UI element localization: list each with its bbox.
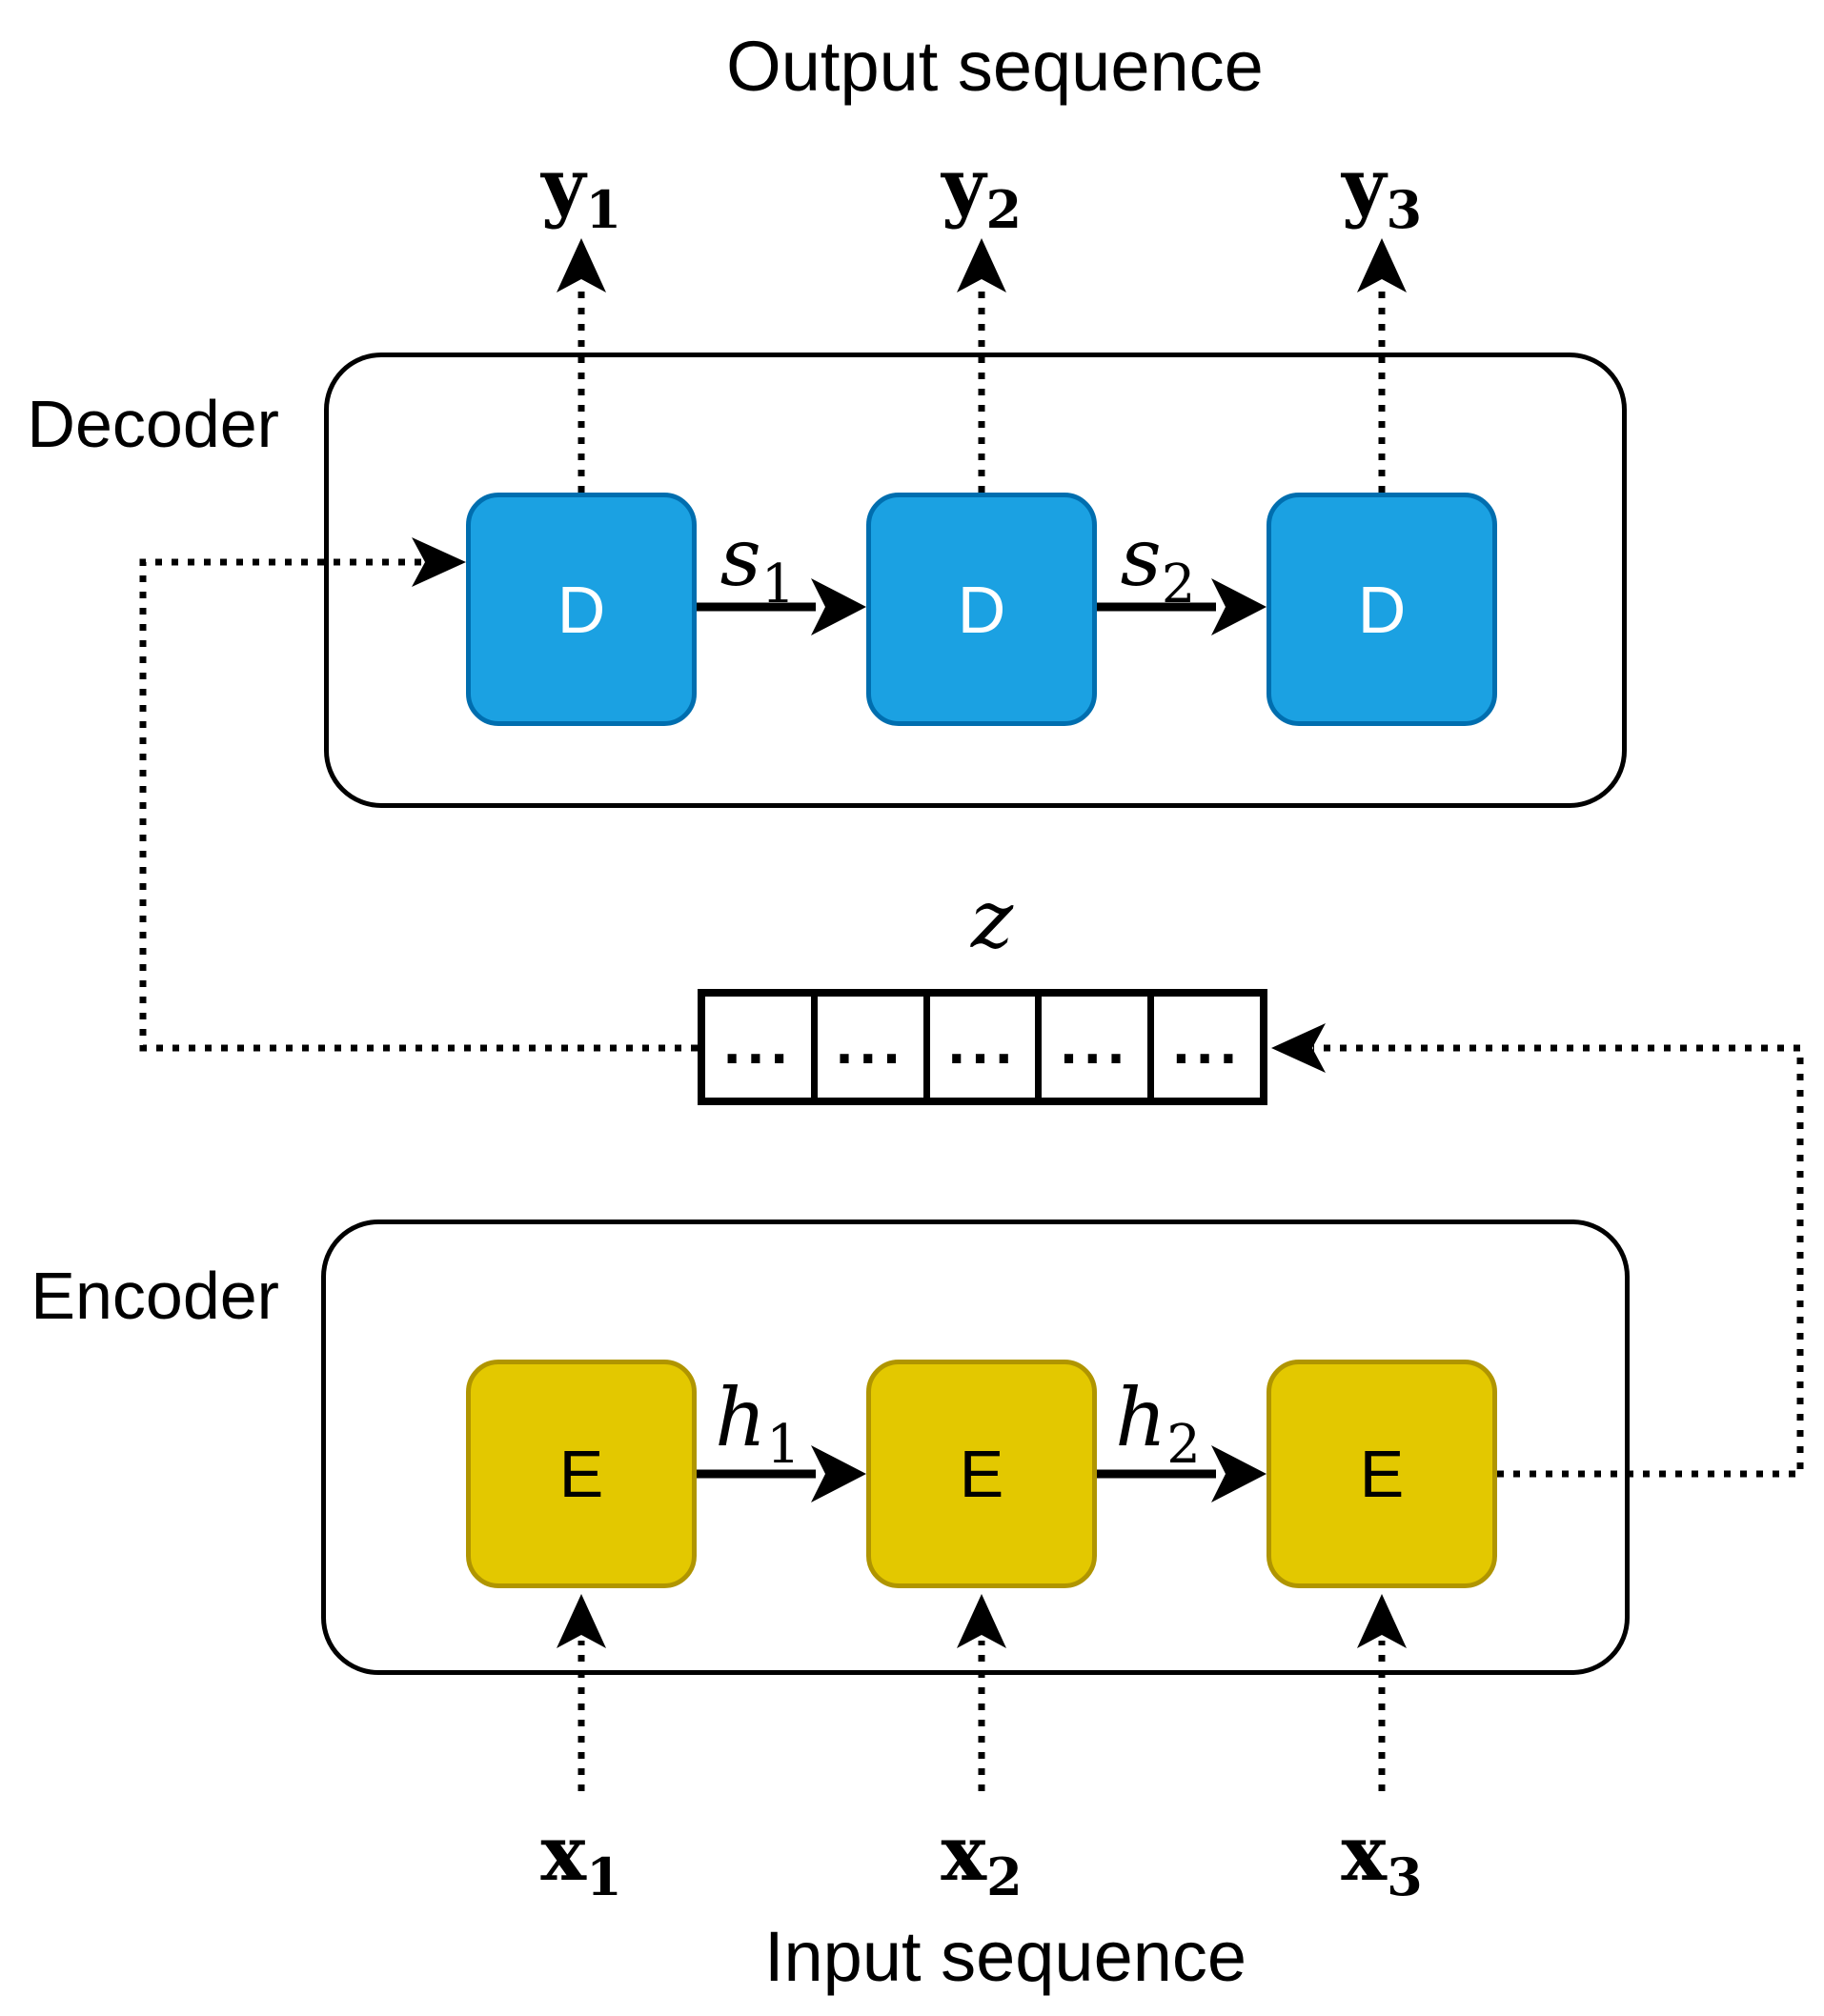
input-label-x2-base: x (941, 1808, 987, 1898)
input-label-x2: x2 (877, 1805, 1086, 1903)
state-label-s2: s2 (1091, 510, 1225, 612)
decoder-block-2-letter: D (957, 572, 1006, 647)
decoder-output-arrow-3-head (1357, 238, 1407, 292)
context-cell-1: ... (705, 997, 818, 1098)
output-label-y1-base: y (540, 141, 586, 231)
context-cell-3-dots: ... (946, 1018, 1019, 1076)
context-label-z-text: z (970, 873, 1014, 966)
state-label-h2-base: h (1115, 1371, 1167, 1464)
output-label-y2: y2 (877, 138, 1086, 235)
input-label-x3-sub: 3 (1387, 1846, 1423, 1907)
state-label-h2-sub: 2 (1166, 1414, 1201, 1476)
decoder-block-3: D (1267, 493, 1497, 726)
decoder-output-arrow-1-head (557, 238, 606, 292)
decoder-block-1-letter: D (557, 572, 606, 647)
output-label-y2-base: y (941, 141, 986, 231)
state-label-h1: h1 (691, 1370, 824, 1472)
encoder-label: Encoder (30, 1259, 279, 1333)
output-label-y1-sub: 1 (585, 179, 622, 240)
state-label-h1-base: h (715, 1371, 767, 1464)
encoder-to-context-head (1271, 1023, 1326, 1073)
decoder-block-2: D (866, 493, 1097, 726)
decoder-label: Decoder (27, 387, 279, 461)
context-cell-5-dots: ... (1171, 1018, 1243, 1076)
output-label-y3-base: y (1341, 141, 1387, 231)
input-label-x1-sub: 1 (586, 1846, 622, 1907)
context-to-decoder-path (139, 558, 698, 1052)
encoder-input-arrow-3-head (1357, 1594, 1407, 1648)
context-cell-2: ... (818, 997, 930, 1098)
state-label-s2-sub: 2 (1161, 554, 1196, 615)
encoder-input-arrow-1-head (557, 1594, 606, 1648)
input-label-x1-base: x (540, 1808, 587, 1898)
state-label-s2-base: s (1120, 511, 1162, 604)
encoder-block-3: E (1267, 1360, 1497, 1588)
encoder-block-2: E (866, 1360, 1097, 1588)
input-sequence-title: Input sequence (763, 1916, 1247, 1996)
decoder-output-arrow-2-head (957, 238, 1006, 292)
encoder-to-context-path (1313, 1044, 1804, 1478)
encoder-block-1-letter: E (558, 1437, 604, 1511)
input-label-x1: x1 (476, 1805, 686, 1903)
context-cell-3: ... (930, 997, 1043, 1098)
encoder-block-2-letter: E (959, 1437, 1004, 1511)
context-cell-5: ... (1154, 997, 1260, 1098)
context-cell-2-dots: ... (835, 1018, 906, 1076)
encoder-input-arrow-2-head (957, 1594, 1006, 1648)
decoder-block-3-letter: D (1357, 572, 1407, 647)
encoder-box (321, 1220, 1630, 1675)
decoder-box (324, 353, 1627, 808)
context-to-decoder-head (412, 537, 466, 587)
output-label-y3: y3 (1277, 138, 1487, 235)
state-label-s1: s1 (691, 510, 824, 612)
output-label-y1: y1 (476, 138, 686, 235)
encoder-block-3-letter: E (1359, 1437, 1405, 1511)
state-label-s1-sub: 1 (760, 554, 796, 615)
context-vector: ... ... ... ... ... (698, 989, 1267, 1105)
state-arrow-h2-head (1211, 1445, 1267, 1502)
context-cell-1-dots: ... (722, 1018, 794, 1076)
output-sequence-title: Output sequence (726, 26, 1264, 106)
output-label-y2-sub: 2 (985, 179, 1023, 240)
state-label-h2: h2 (1091, 1370, 1225, 1472)
state-label-h1-sub: 1 (766, 1414, 801, 1476)
input-label-x3: x3 (1277, 1805, 1487, 1903)
state-arrow-s1-head (811, 578, 866, 635)
state-arrow-h1-head (811, 1445, 866, 1502)
context-cell-4: ... (1042, 997, 1155, 1098)
state-label-s1-base: s (719, 511, 761, 604)
output-label-y3-sub: 3 (1386, 179, 1423, 240)
encoder-block-1: E (466, 1360, 697, 1588)
input-label-x2-sub: 2 (986, 1846, 1023, 1907)
decoder-block-1: D (466, 493, 697, 726)
state-arrow-s2-head (1211, 578, 1267, 635)
context-cell-4-dots: ... (1059, 1018, 1130, 1076)
input-label-x3-base: x (1341, 1808, 1388, 1898)
context-label-z: z (897, 877, 1087, 962)
